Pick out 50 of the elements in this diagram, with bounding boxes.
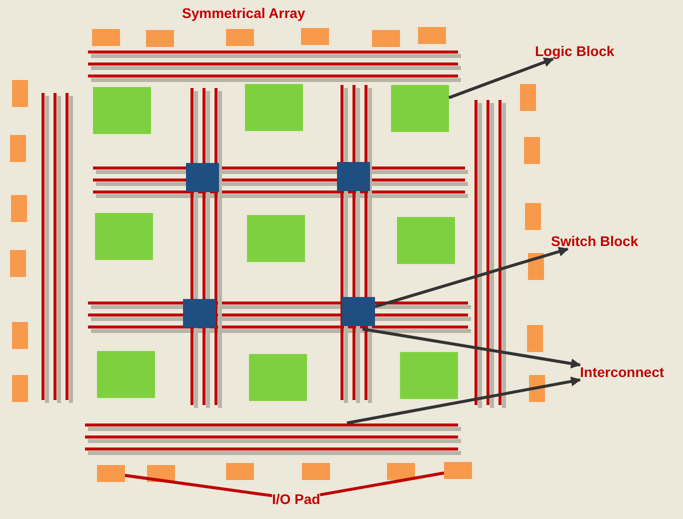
callout-label: Logic Block [535, 43, 614, 59]
wire-bundle [42, 93, 73, 403]
leader-arrow [362, 328, 581, 368]
io-pad [387, 463, 415, 480]
switch-block [186, 163, 219, 192]
switch-block [337, 162, 370, 191]
io-pad [12, 80, 28, 107]
io-pad [226, 29, 254, 46]
io-pad [444, 462, 472, 479]
switch-block [183, 299, 216, 328]
io-pad [92, 29, 120, 46]
logic-block [247, 215, 305, 262]
io-pad [372, 30, 400, 47]
io-pad [302, 463, 330, 480]
io-pad [226, 463, 254, 480]
io-pad [418, 27, 446, 44]
io-pad [10, 250, 26, 277]
callout-label: Switch Block [551, 233, 638, 249]
io-pad [11, 195, 27, 222]
logic-block [245, 84, 303, 131]
leader-line [124, 474, 272, 498]
leader-line [320, 472, 444, 496]
logic-block [93, 87, 151, 134]
io-pad [12, 375, 28, 402]
logic-block [397, 217, 455, 264]
io-pad [12, 322, 28, 349]
callout-label: Interconnect [580, 364, 664, 380]
io-pad [301, 28, 329, 45]
io-pad [10, 135, 26, 162]
io-pad [527, 325, 543, 352]
switch-block [342, 297, 375, 326]
logic-block [249, 354, 307, 401]
diagram-title: Symmetrical Array [182, 5, 306, 21]
callout-label: I/O Pad [272, 491, 320, 507]
leader-arrow [448, 57, 554, 100]
wire-bundle [85, 424, 461, 455]
wire-bundle [88, 50, 461, 82]
leader-arrow [374, 246, 569, 308]
io-pad [520, 84, 536, 111]
wire-bundle [88, 302, 471, 333]
leader-arrow [346, 376, 581, 424]
io-pad [525, 203, 541, 230]
logic-block [391, 85, 449, 132]
logic-block [97, 351, 155, 398]
io-pad [146, 30, 174, 47]
io-pad [97, 465, 125, 482]
logic-block [400, 352, 458, 399]
logic-block [95, 213, 153, 260]
io-pad [524, 137, 540, 164]
wire-bundle [474, 100, 506, 408]
